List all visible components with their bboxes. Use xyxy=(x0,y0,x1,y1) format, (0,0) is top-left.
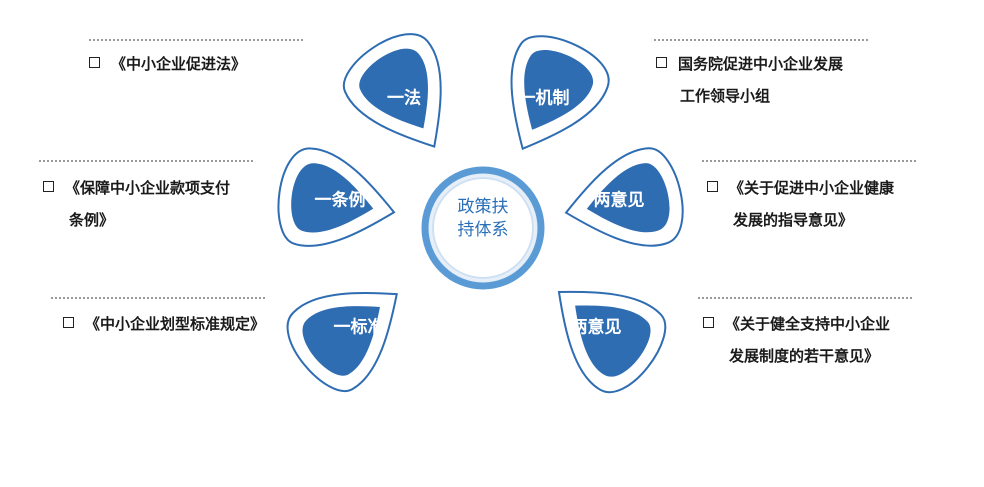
note-right-2-text2: 发展的指导意见》 xyxy=(733,211,854,229)
petal-fill xyxy=(302,306,380,376)
checkbox-icon xyxy=(43,181,54,192)
note-right-1: 国务院促进中小企业发展 工作领导小组 xyxy=(656,48,843,112)
petal-top-left xyxy=(342,33,442,148)
petal-top-right xyxy=(510,35,610,151)
note-right-2-text1: 《关于促进中小企业健康 xyxy=(729,179,895,197)
note-right-3-text1: 《关于健全支持中小企业 xyxy=(725,315,891,333)
petal-label-bottom-right: 两意见 xyxy=(570,317,622,338)
checkbox-icon xyxy=(707,181,718,192)
divider-right-1 xyxy=(654,39,868,41)
divider-left-3 xyxy=(51,297,265,299)
divider-left-1 xyxy=(89,39,303,41)
petal-fill xyxy=(291,163,374,233)
checkbox-icon xyxy=(703,317,714,328)
petal-bottom-right xyxy=(557,290,667,393)
checkbox-icon xyxy=(656,57,667,68)
note-left-1-text: 《中小企业促进法》 xyxy=(111,55,247,73)
note-right-3-text2: 发展制度的若干意见》 xyxy=(729,347,880,365)
petal-fill xyxy=(359,48,428,129)
petal-mid-left xyxy=(277,147,396,247)
note-right-2: 《关于促进中小企业健康 发展的指导意见》 xyxy=(707,172,894,236)
note-left-1: 《中小企业促进法》 xyxy=(89,48,246,80)
note-right-3: 《关于健全支持中小企业 发展制度的若干意见》 xyxy=(703,308,890,372)
petal-bottom-left xyxy=(286,291,398,392)
petal-label-top-right: 一机制 xyxy=(518,88,570,109)
checkbox-icon xyxy=(63,317,74,328)
petal-label-top-left: 一法 xyxy=(387,88,421,109)
checkbox-icon xyxy=(89,57,100,68)
petal-mid-right xyxy=(564,147,684,247)
petal-fill xyxy=(524,50,594,130)
petal-label-mid-left: 一条例 xyxy=(314,190,366,211)
petal-label-mid-right: 两意见 xyxy=(593,190,645,211)
center-label: 政策扶 持体系 xyxy=(423,196,543,242)
note-right-1-text2: 工作领导小组 xyxy=(680,87,771,105)
note-left-3: 《中小企业划型标准规定》 xyxy=(63,308,265,340)
note-left-2: 《保障中小企业款项支付 条例》 xyxy=(43,172,230,236)
center-label-line2: 持体系 xyxy=(457,220,509,240)
note-left-2-text2: 条例》 xyxy=(69,211,115,229)
petal-fill xyxy=(586,163,670,233)
divider-left-2 xyxy=(39,160,253,162)
center-ring-inner xyxy=(432,177,534,279)
petal-label-bottom-left: 一标准 xyxy=(333,317,385,338)
note-left-3-text: 《中小企业划型标准规定》 xyxy=(85,315,266,333)
divider-right-3 xyxy=(698,297,912,299)
note-left-2-text1: 《保障中小企业款项支付 xyxy=(65,179,231,197)
petal-fill xyxy=(575,305,651,377)
center-label-line1: 政策扶 xyxy=(457,197,509,217)
note-right-1-text1: 国务院促进中小企业发展 xyxy=(678,55,844,73)
divider-right-2 xyxy=(702,160,916,162)
